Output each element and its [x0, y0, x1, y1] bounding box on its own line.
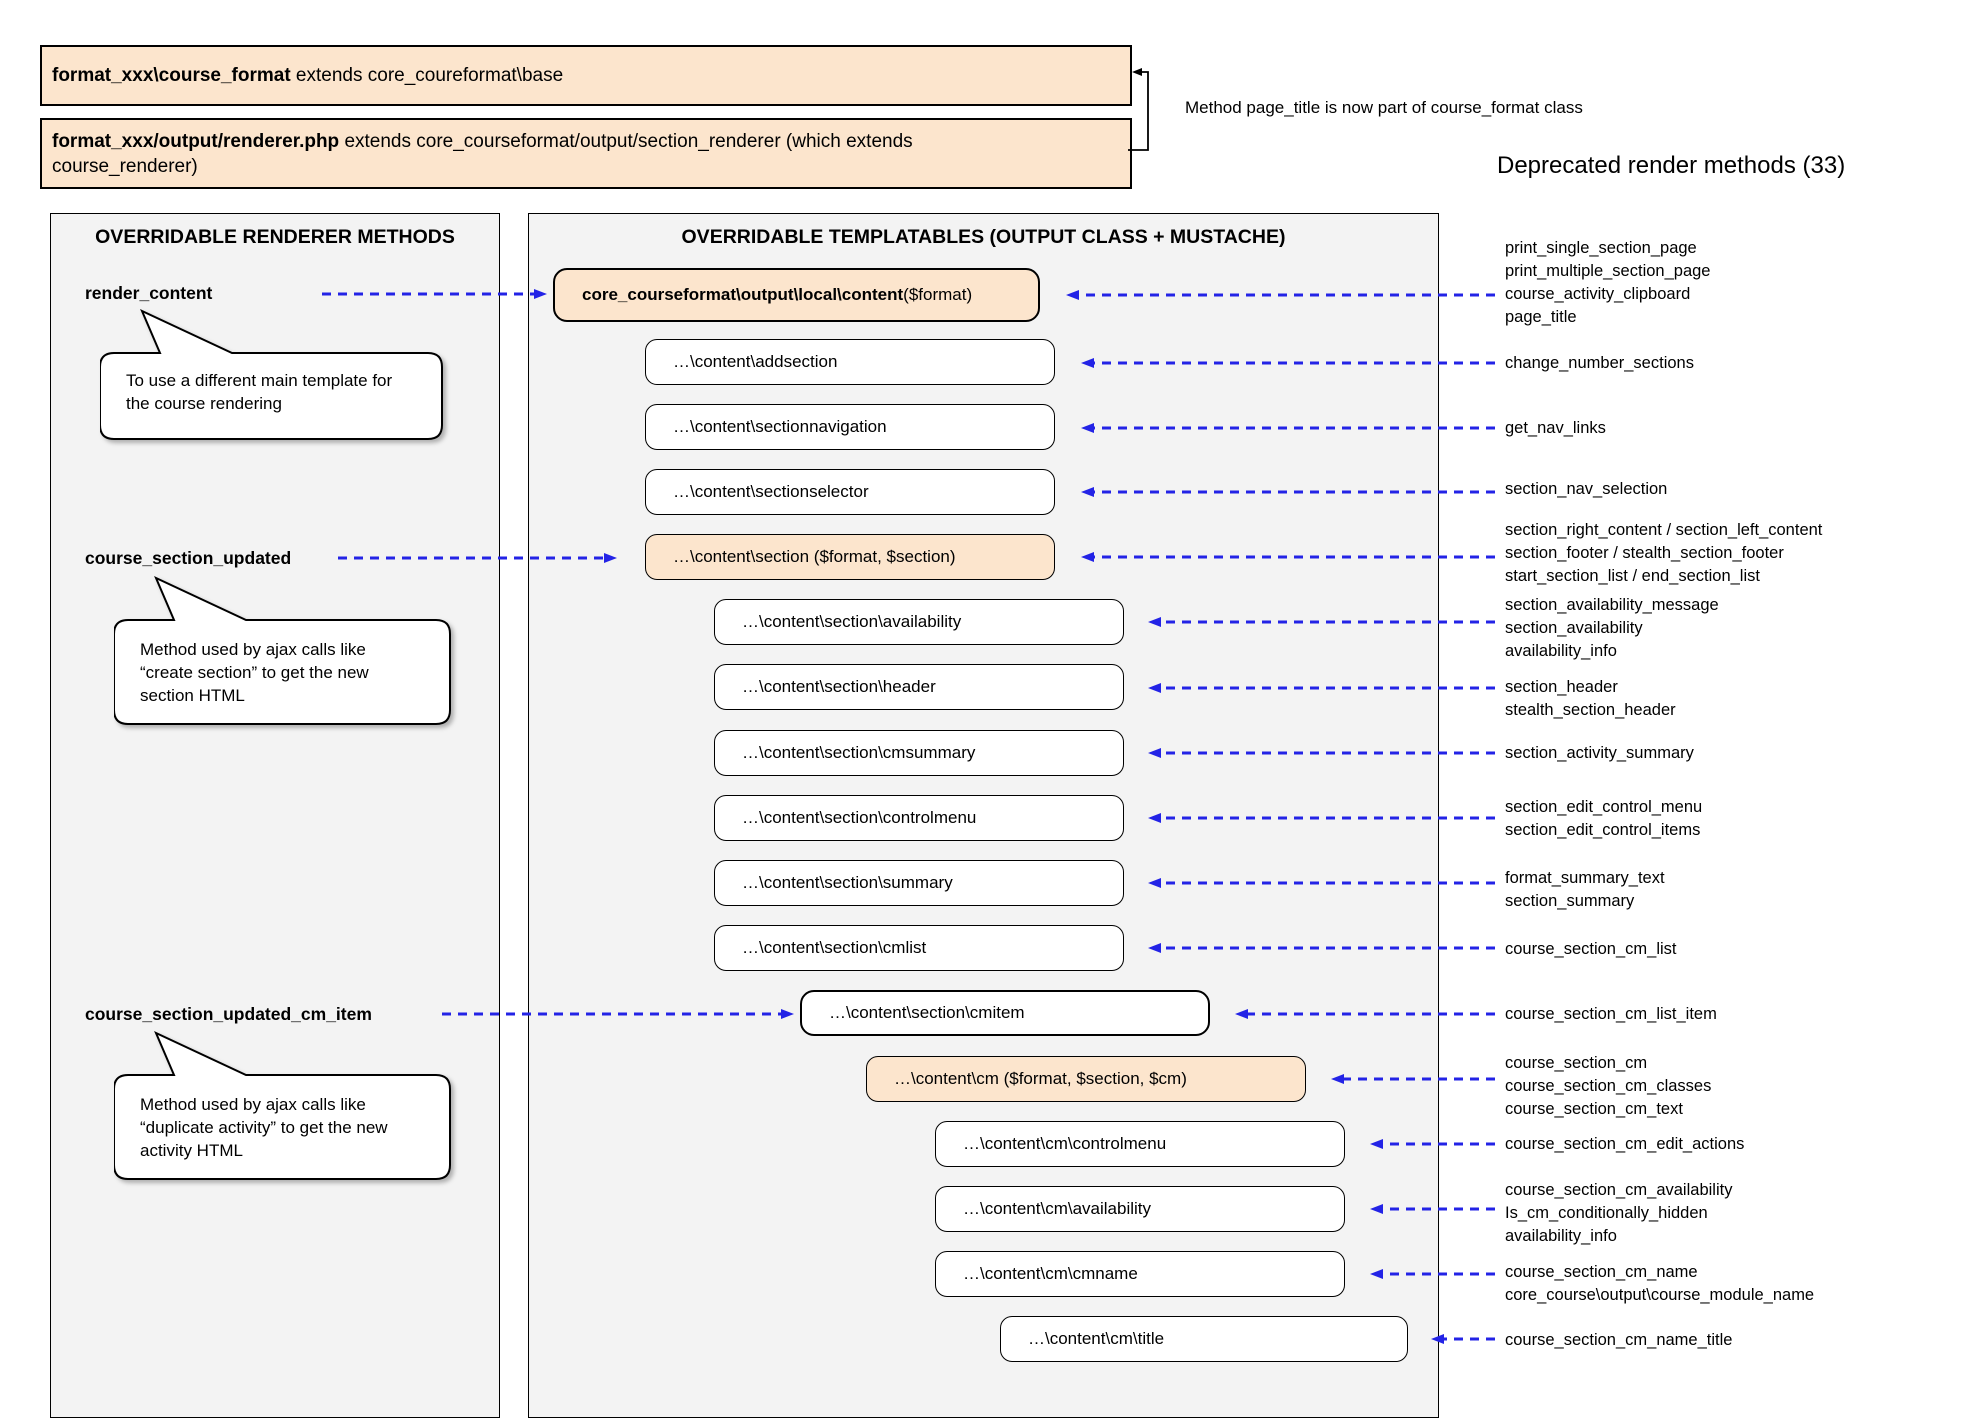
page-title-note: Method page_title is now part of course_…: [1185, 98, 1583, 117]
callout-bubble-shape: [114, 575, 451, 725]
templatable-box-cm-title: …\content\cm\title: [1000, 1316, 1408, 1362]
deprecated-method: print_multiple_section_page: [1505, 262, 1711, 280]
deprecated-method: section_header: [1505, 678, 1618, 696]
renderer-methods-panel-title: OVERRIDABLE RENDERER METHODS: [95, 226, 455, 248]
deprecated-method-group: course_section_cm_edit_actions: [1505, 1133, 1744, 1156]
templatable-box-section-summary: …\content\section\summary: [714, 860, 1124, 906]
class-box-course-format: format_xxx\course_format extends core_co…: [40, 45, 1132, 106]
templatables-panel-title: OVERRIDABLE TEMPLATABLES (OUTPUT CLASS +…: [681, 226, 1286, 248]
deprecated-method-group: print_single_section_page print_multiple…: [1505, 237, 1710, 329]
templatable-box-cm-cmname: …\content\cm\cmname: [935, 1251, 1345, 1297]
templatable-box-section: …\content\section ($format, $section): [645, 534, 1055, 580]
callout-course-section-updated-cm-item: Method used by ajax calls like “duplicat…: [114, 1029, 454, 1187]
deprecated-method: course_section_cm: [1505, 1054, 1648, 1072]
callout-render-content-text: To use a different main template for the…: [126, 371, 393, 413]
callout-bubble-shape: [114, 1030, 451, 1180]
deprecated-method: Is_cm_conditionally_hidden: [1505, 1204, 1708, 1222]
deprecated-method: section_footer / stealth_section_footer: [1505, 544, 1784, 562]
deprecated-method-group: course_section_cm course_section_cm_clas…: [1505, 1052, 1711, 1121]
deprecated-method: course_section_cm_name: [1505, 1263, 1698, 1281]
deprecated-method-group: course_section_cm_list_item: [1505, 1003, 1717, 1026]
deprecated-method-group: section_header stealth_section_header: [1505, 676, 1676, 722]
deprecated-method: section_summary: [1505, 892, 1635, 910]
deprecated-method-group: format_summary_text section_summary: [1505, 867, 1665, 913]
deprecated-method-group: section_right_content / section_left_con…: [1505, 519, 1822, 588]
templatable-box-section-cmitem: …\content\section\cmitem: [800, 990, 1210, 1036]
callout-course-section-updated: Method used by ajax calls like “create s…: [114, 574, 454, 732]
deprecated-method: availability_info: [1505, 642, 1617, 660]
deprecated-method: change_number_sections: [1505, 354, 1694, 372]
deprecated-method: page_title: [1505, 308, 1577, 326]
deprecated-method: course_section_cm_classes: [1505, 1077, 1712, 1095]
class-box-renderer: format_xxx/output/renderer.php extends c…: [40, 118, 1132, 189]
deprecated-method: section_edit_control_menu: [1505, 798, 1703, 816]
templatable-box-sectionselector: …\content\sectionselector: [645, 469, 1055, 515]
deprecated-method: course_section_cm_list: [1505, 940, 1677, 958]
deprecated-method: start_section_list / end_section_list: [1505, 567, 1760, 585]
templatable-box-cm-availability: …\content\cm\availability: [935, 1186, 1345, 1232]
method-render-content: render_content: [85, 283, 213, 303]
deprecated-method: core_course\output\course_module_name: [1505, 1286, 1815, 1304]
deprecated-method: section_availability: [1505, 619, 1643, 637]
deprecated-method-group: section_edit_control_menu section_edit_c…: [1505, 796, 1702, 842]
deprecated-method: print_single_section_page: [1505, 239, 1697, 257]
deprecated-method: section_activity_summary: [1505, 744, 1694, 762]
deprecated-method: section_availability_message: [1505, 596, 1719, 614]
deprecated-method-group: section_nav_selection: [1505, 478, 1667, 501]
class-box-renderer-line1: format_xxx/output/renderer.php extends c…: [52, 130, 913, 152]
deprecated-method-group: section_availability_message section_ava…: [1505, 594, 1719, 663]
templatable-box-section-header: …\content\section\header: [714, 664, 1124, 710]
deprecated-method: course_section_cm_name_title: [1505, 1331, 1733, 1349]
callout-render-content: To use a different main template for the…: [100, 307, 446, 447]
class-box-renderer-line2: course_renderer): [52, 155, 198, 177]
deprecated-method: section_edit_control_items: [1505, 821, 1701, 839]
deprecated-method-group: get_nav_links: [1505, 417, 1606, 440]
deprecated-method: section_right_content / section_left_con…: [1505, 521, 1823, 539]
deprecated-methods-title: Deprecated render methods (33): [1497, 152, 1846, 179]
method-course-section-updated-cm-item: course_section_updated_cm_item: [85, 1004, 372, 1024]
templatable-box-section-controlmenu: …\content\section\controlmenu: [714, 795, 1124, 841]
templatable-box-addsection: …\content\addsection: [645, 339, 1055, 385]
deprecated-method-group: section_activity_summary: [1505, 742, 1694, 765]
deprecated-method-group: course_section_cm_availability Is_cm_con…: [1505, 1179, 1732, 1248]
templatable-box-content: core_courseformat\output\local\content (…: [553, 268, 1040, 322]
deprecated-method: format_summary_text: [1505, 869, 1665, 887]
deprecated-method-group: course_section_cm_list: [1505, 938, 1677, 961]
templatable-box-section-availability: …\content\section\availability: [714, 599, 1124, 645]
templatable-box-cm-controlmenu: …\content\cm\controlmenu: [935, 1121, 1345, 1167]
callout-bubble-shape: [100, 308, 443, 440]
templatable-box-cm: …\content\cm ($format, $section, $cm): [866, 1056, 1306, 1102]
deprecated-method: stealth_section_header: [1505, 701, 1676, 719]
deprecated-method: course_activity_clipboard: [1505, 285, 1691, 303]
deprecated-method: course_section_cm_text: [1505, 1100, 1683, 1118]
templatable-box-sectionnavigation: …\content\sectionnavigation: [645, 404, 1055, 450]
class-box-course-format-text: format_xxx\course_format extends core_co…: [52, 65, 564, 86]
deprecated-method: course_section_cm_list_item: [1505, 1005, 1717, 1023]
deprecated-method-group: change_number_sections: [1505, 352, 1694, 375]
callout-course-section-updated-text: Method used by ajax calls like “create s…: [140, 640, 369, 705]
deprecated-method: availability_info: [1505, 1227, 1617, 1245]
deprecated-method: course_section_cm_edit_actions: [1505, 1135, 1745, 1153]
deprecated-method: section_nav_selection: [1505, 480, 1668, 498]
deprecated-method: course_section_cm_availability: [1505, 1181, 1733, 1199]
deprecated-method: get_nav_links: [1505, 419, 1606, 437]
templatable-box-section-cmlist: …\content\section\cmlist: [714, 925, 1124, 971]
deprecated-method-group: course_section_cm_name_title: [1505, 1329, 1732, 1352]
deprecated-method-group: course_section_cm_name core_course\outpu…: [1505, 1261, 1814, 1307]
callout-course-section-updated-cm-item-text: Method used by ajax calls like “duplicat…: [140, 1095, 388, 1160]
templatable-box-section-cmsummary: …\content\section\cmsummary: [714, 730, 1124, 776]
method-course-section-updated: course_section_updated: [85, 548, 292, 568]
